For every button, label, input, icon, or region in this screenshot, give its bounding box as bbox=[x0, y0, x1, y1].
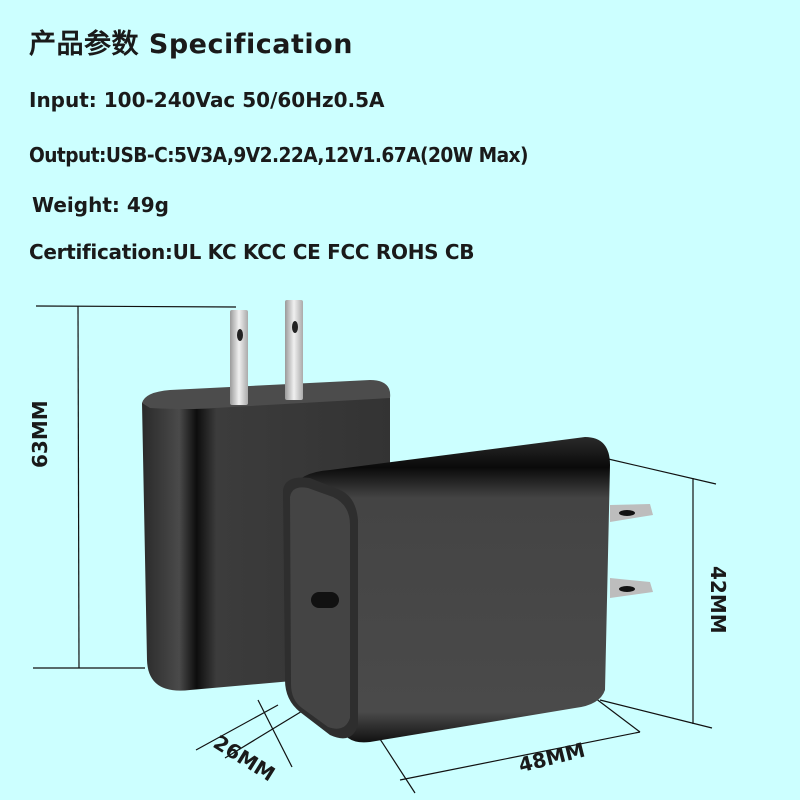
dimension-lines bbox=[33, 305, 717, 794]
spec-output: Output:USB-C:5V3A,9V2.22A,12V1.67A(20W M… bbox=[29, 143, 529, 167]
title-cn: 产品参数 bbox=[29, 29, 139, 60]
usb-c-port-icon bbox=[311, 592, 339, 608]
front-charger bbox=[283, 437, 653, 743]
spec-weight: Weight: 49g bbox=[32, 193, 169, 217]
prong-icon bbox=[285, 300, 303, 400]
prong-icon bbox=[230, 310, 248, 405]
spec-certification: Certification:UL KC KCC CE FCC ROHS CB bbox=[29, 240, 475, 264]
page-title: 产品参数 Specification bbox=[29, 22, 353, 61]
dimension-depth-label: 42MM bbox=[706, 566, 730, 634]
title-en: Specification bbox=[148, 29, 353, 60]
spec-input: Input: 100-240Vac 50/60Hz0.5A bbox=[29, 88, 385, 112]
dimension-height-label: 63MM bbox=[28, 400, 52, 468]
